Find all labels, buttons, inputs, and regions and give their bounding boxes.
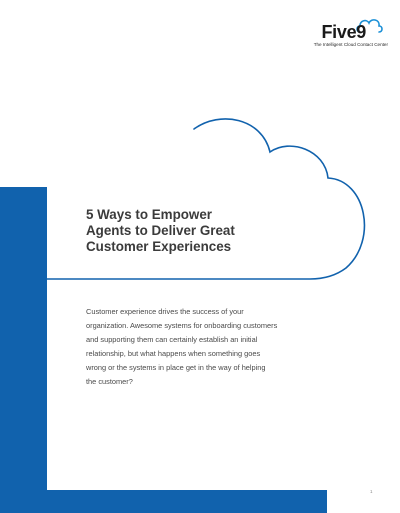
body-line: wrong or the systems in place get in the… xyxy=(86,363,266,372)
bottom-blue-bar xyxy=(0,490,327,513)
left-blue-panel xyxy=(0,187,47,513)
body-line: organization. Awesome systems for onboar… xyxy=(86,321,278,330)
document-title: 5 Ways to Empower Agents to Deliver Grea… xyxy=(86,207,316,255)
body-line: relationship, but what happens when some… xyxy=(86,349,261,358)
title-line: Customer Experiences xyxy=(86,239,232,254)
body-line: the customer? xyxy=(86,377,133,386)
five9-logo: Five9 xyxy=(300,8,390,48)
body-line: Customer experience drives the success o… xyxy=(86,307,244,316)
title-line: 5 Ways to Empower xyxy=(86,207,213,222)
body-line: and supporting them can certainly establ… xyxy=(86,335,258,344)
title-line: Agents to Deliver Great xyxy=(86,223,235,238)
logo-wordmark: Five9 xyxy=(321,22,366,42)
logo-cloud-icon xyxy=(356,19,383,33)
logo-tagline: The Intelligent Cloud Contact Center xyxy=(313,42,388,47)
page-number: 1 xyxy=(370,489,373,494)
intro-paragraph: Customer experience drives the success o… xyxy=(86,305,346,389)
